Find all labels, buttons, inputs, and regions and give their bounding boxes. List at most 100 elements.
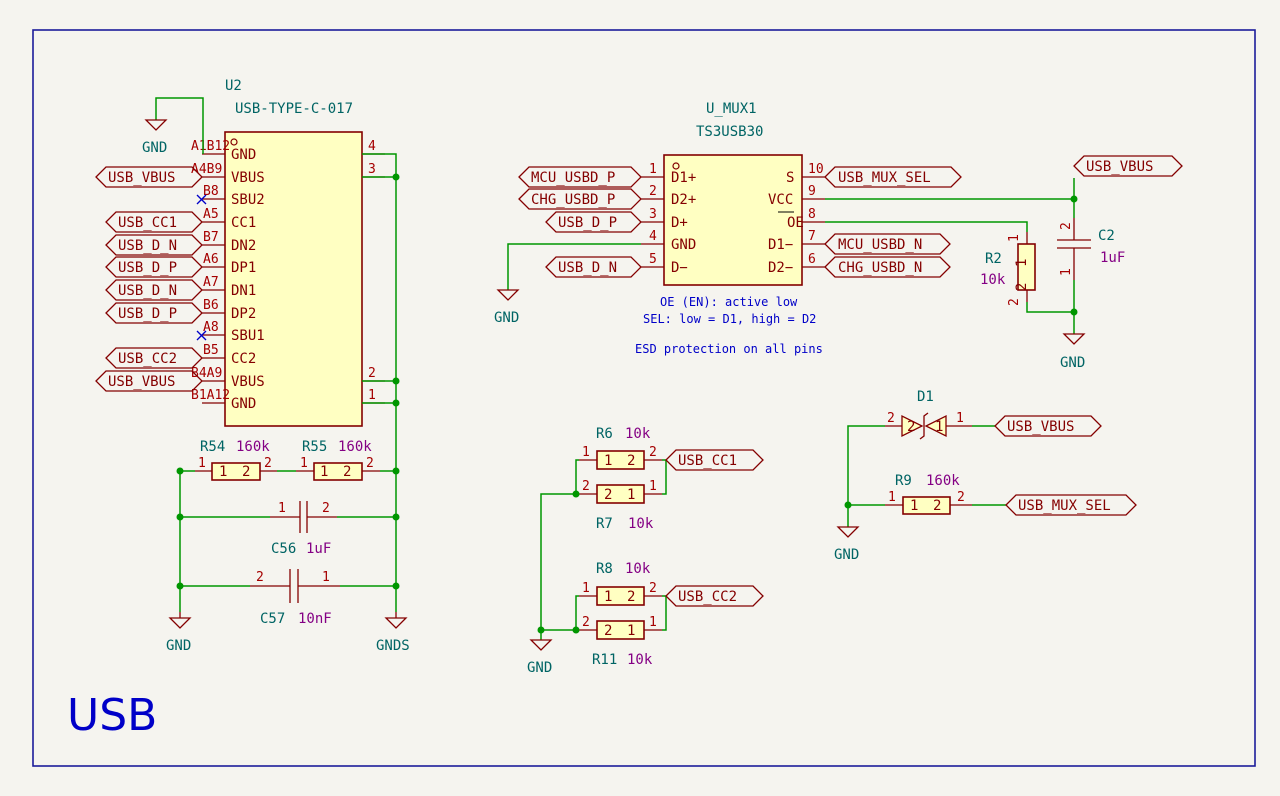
mux-pin-number: 5: [649, 252, 657, 267]
svg-text:2: 2: [627, 589, 635, 605]
svg-text:1: 1: [219, 464, 227, 480]
svg-text:USB_D_N: USB_D_N: [558, 260, 617, 276]
svg-text:2: 2: [627, 453, 635, 469]
svg-text:1: 1: [627, 623, 635, 639]
label-usb-d-p[interactable]: USB_D_P: [545, 211, 642, 233]
u2-pin-name: DN1: [231, 283, 256, 299]
svg-text:GND: GND: [834, 547, 859, 563]
label-usb-vbus-d1[interactable]: USB_VBUS: [994, 415, 1102, 437]
mux-pin-number: 6: [808, 252, 816, 267]
sheet-border: [32, 29, 1256, 767]
svg-text:USB_D_P: USB_D_P: [118, 260, 177, 276]
svg-text:USB_D_N: USB_D_N: [118, 283, 177, 299]
label-usb-vbus[interactable]: USB_VBUS: [95, 370, 203, 392]
svg-text:USB_D_N: USB_D_N: [118, 238, 177, 254]
r2-resistor[interactable]: 1 2 1 2 R2 10k: [980, 232, 1036, 306]
gnd-symbol-cc: GND: [527, 639, 553, 676]
svg-text:10nF: 10nF: [298, 611, 332, 627]
svg-text:2: 2: [582, 615, 590, 630]
mux-pin-name: GND: [671, 237, 696, 253]
svg-text:1uF: 1uF: [306, 541, 331, 557]
d1-tvs-diode[interactable]: 2 1 2 1 D1: [885, 389, 972, 440]
svg-text:D1: D1: [917, 389, 934, 405]
svg-text:USB_CC2: USB_CC2: [678, 589, 737, 605]
svg-text:2: 2: [957, 490, 965, 505]
svg-text:1: 1: [582, 445, 590, 460]
mux-pin-number: 1: [649, 162, 657, 177]
c2-capacitor[interactable]: 2 1 C2 1uF: [1057, 218, 1125, 280]
mux-pin-name: D1+: [671, 170, 696, 186]
svg-text:1: 1: [1059, 268, 1074, 276]
mux-pin-name: D−: [671, 260, 688, 276]
mux-pin-number: 8: [808, 207, 816, 222]
label-usb-cc2[interactable]: USB_CC2: [665, 585, 764, 607]
mux-pin-number: 10: [808, 162, 824, 177]
label-usb-d-p[interactable]: USB_D_P: [105, 256, 203, 278]
label-usb-d-n[interactable]: USB_D_N: [545, 256, 642, 278]
svg-text:1: 1: [935, 419, 943, 435]
gnd-symbol-c2: GND: [1060, 333, 1086, 371]
u2-pin-name: DP2: [231, 306, 256, 322]
svg-text:1: 1: [910, 498, 918, 514]
svg-text:2: 2: [322, 501, 330, 516]
label-chg-usbd-n[interactable]: CHG_USBD_N: [824, 256, 951, 278]
svg-text:2: 2: [242, 464, 250, 480]
svg-text:R6: R6: [596, 426, 613, 442]
svg-text:1: 1: [1007, 234, 1022, 242]
u2-pin-number: B5: [203, 343, 219, 358]
label-mcu-usbd-n[interactable]: MCU_USBD_N: [824, 233, 951, 255]
label-usb-d-p[interactable]: USB_D_P: [105, 302, 203, 324]
label-mcu-usbd-p[interactable]: MCU_USBD_P: [518, 166, 642, 188]
mux-pin-name: D+: [671, 215, 688, 231]
svg-text:USB_MUX_SEL: USB_MUX_SEL: [838, 170, 931, 186]
u2-pin-name: GND: [231, 147, 256, 163]
svg-text:USB_CC1: USB_CC1: [678, 453, 737, 469]
gnd-symbol-d1: GND: [834, 526, 860, 563]
label-usb-mux-sel[interactable]: USB_MUX_SEL: [824, 166, 962, 188]
svg-text:MCU_USBD_P: MCU_USBD_P: [531, 170, 615, 186]
svg-text:2: 2: [907, 419, 915, 435]
label-usb-vbus[interactable]: USB_VBUS: [95, 166, 203, 188]
u2-pin-name: VBUS: [231, 374, 265, 390]
svg-text:1: 1: [956, 411, 964, 426]
label-usb-mux-sel-r9[interactable]: USB_MUX_SEL: [1005, 494, 1137, 516]
u2-pin-name: DP1: [231, 260, 256, 276]
svg-text:R8: R8: [596, 561, 613, 577]
svg-text:2: 2: [933, 498, 941, 514]
svg-text:C2: C2: [1098, 228, 1115, 244]
mux-gnd-wire: [507, 243, 641, 290]
label-usb-vbus-c2[interactable]: USB_VBUS: [1073, 155, 1183, 177]
svg-text:2: 2: [343, 464, 351, 480]
svg-text:MCU_USBD_N: MCU_USBD_N: [838, 237, 922, 253]
label-usb-cc1[interactable]: USB_CC1: [665, 449, 764, 471]
svg-text:2: 2: [604, 487, 612, 503]
u2-connector[interactable]: U2 USB-TYPE-C-017 GNDA1B12VBUSA4B9SBU2B8…: [191, 78, 385, 427]
svg-text:GNDS: GNDS: [376, 638, 410, 654]
svg-text:1: 1: [1014, 259, 1030, 267]
u2-pin-number: B8: [203, 184, 219, 199]
label-usb-cc1[interactable]: USB_CC1: [105, 211, 203, 233]
label-chg-usbd-p[interactable]: CHG_USBD_P: [518, 188, 642, 210]
u2-body: [224, 131, 363, 427]
svg-text:R55: R55: [302, 439, 327, 455]
svg-text:R9: R9: [895, 473, 912, 489]
mux-pin-name: D2−: [768, 260, 793, 276]
label-usb-d-n[interactable]: USB_D_N: [105, 279, 203, 301]
svg-text:C56: C56: [271, 541, 296, 557]
svg-text:2: 2: [649, 581, 657, 596]
svg-text:2: 2: [1014, 283, 1030, 291]
svg-text:1: 1: [627, 487, 635, 503]
u2-pin-number: A8: [203, 320, 219, 335]
label-usb-cc2[interactable]: USB_CC2: [105, 347, 203, 369]
label-usb-d-n[interactable]: USB_D_N: [105, 234, 203, 256]
